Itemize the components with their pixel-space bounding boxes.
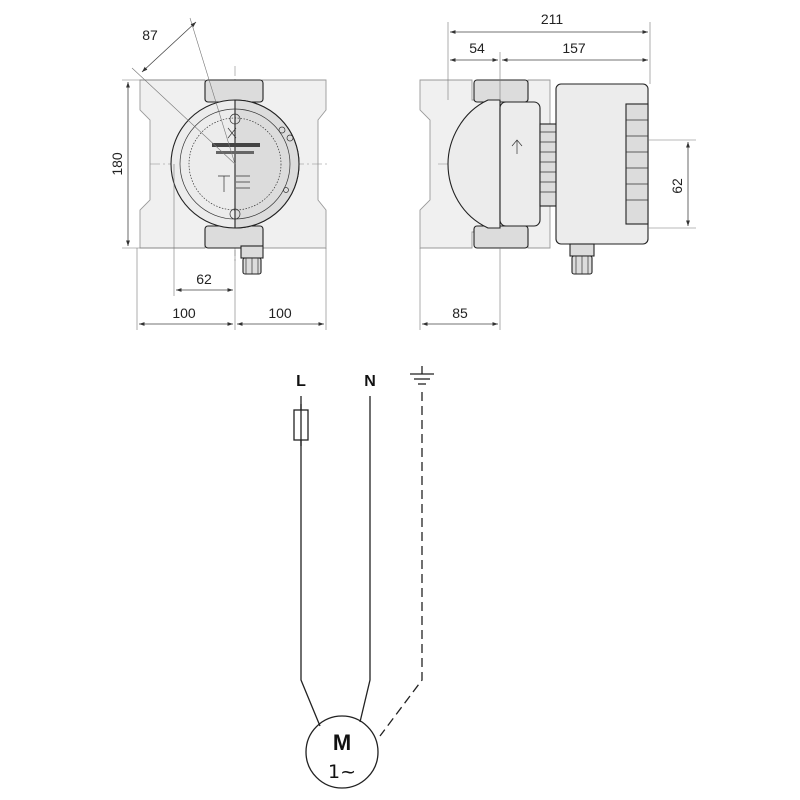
- motor-label: M: [333, 730, 351, 755]
- dim-62s-text: 62: [669, 178, 685, 194]
- side-volute: [447, 99, 501, 229]
- dim-211-text: 211: [541, 11, 564, 27]
- neutral-wire: [359, 396, 371, 723]
- motor-phase-label: 1~: [328, 761, 356, 783]
- dim-157-text: 157: [562, 40, 586, 56]
- front-rating-plate: [212, 127, 260, 192]
- dim-87-line: [141, 21, 197, 73]
- line-label: L: [296, 373, 306, 390]
- neutral-label: N: [364, 373, 376, 390]
- dim-54-text: 54: [469, 40, 485, 56]
- front-top-flange: [204, 79, 264, 103]
- dim-62f-text: 62: [196, 271, 212, 287]
- dim-85-text: 85: [452, 305, 468, 321]
- front-tick-ring: [188, 117, 282, 211]
- front-control-box: [234, 99, 300, 229]
- dim-180-text: 180: [109, 152, 125, 176]
- line-wire: [300, 440, 321, 727]
- side-bottom-flange: [473, 225, 529, 249]
- ground-wire: [379, 392, 423, 737]
- side-gland-nut: [569, 243, 595, 257]
- front-bottom-flange: [204, 225, 264, 249]
- dim-100-right-text: 100: [268, 305, 292, 321]
- front-view: 180 87 62 100 100: [109, 17, 330, 330]
- plate-brand-bar: [212, 143, 260, 147]
- flow-direction-arrow-icon: [511, 139, 523, 154]
- dim-87-ext-a: [189, 17, 236, 165]
- front-led-3-icon: [283, 187, 289, 193]
- plate-model-bar: [216, 151, 254, 154]
- ground-symbol-icon: [410, 366, 434, 385]
- side-pump-head: [499, 101, 541, 227]
- plate-symbol-icon: [218, 175, 250, 192]
- front-screw-bottom-icon: [229, 208, 241, 220]
- front-led-2-icon: [286, 134, 294, 142]
- side-view: 211 54 157 62 85: [419, 11, 696, 330]
- front-led-1-icon: [278, 126, 286, 134]
- side-box-ribs: [625, 103, 649, 225]
- wiring-diagram: L N M 1~: [293, 366, 434, 789]
- front-screw-top-icon: [229, 113, 241, 125]
- dim-87-text: 87: [142, 27, 158, 43]
- motor-symbol: [305, 715, 379, 789]
- dim-87-ext-b: [131, 67, 236, 165]
- side-cable-gland: [569, 243, 595, 275]
- side-top-flange: [473, 79, 529, 103]
- front-cable-gland: [240, 245, 264, 275]
- gland-nut: [240, 245, 264, 259]
- grundfos-logo-icon: [227, 127, 237, 139]
- side-box-rib-lines: [626, 119, 648, 201]
- dim-100-left-text: 100: [172, 305, 196, 321]
